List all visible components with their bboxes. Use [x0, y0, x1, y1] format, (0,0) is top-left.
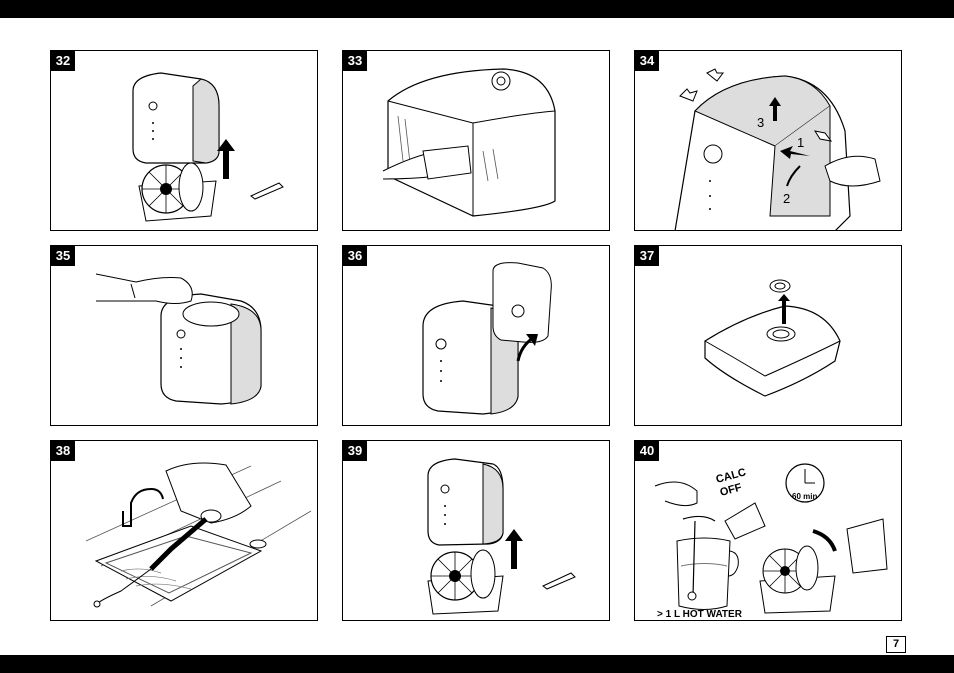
descaling-illustration: CALC OFF 60 min > 1 L HOT WATER	[654, 463, 888, 620]
humidifier-lift-top-illustration	[132, 72, 284, 222]
panel-33: 33	[342, 50, 610, 231]
step-2-label: 2	[783, 191, 790, 206]
panel-number: 33	[343, 51, 367, 71]
panel-36: 36	[342, 245, 610, 426]
humidifier-remove-cover-illustration: 1 2 3	[674, 68, 881, 230]
panel-38: 38	[50, 440, 318, 621]
hot-water-label: > 1 L HOT WATER	[657, 609, 743, 620]
panel-39: 39	[342, 440, 610, 621]
step-1-label: 1	[797, 135, 804, 150]
panel-number: 38	[51, 441, 75, 461]
humidifier-clean-inside-illustration	[382, 68, 556, 217]
panel-32: 32	[50, 50, 318, 231]
humidifier-attach-cover-illustration	[422, 262, 552, 415]
panel-number: 37	[635, 246, 659, 266]
cover-remove-filter-cap-illustration	[704, 279, 841, 397]
panel-number: 35	[51, 246, 75, 266]
bottom-bar	[0, 655, 954, 673]
panel-40: 40 CALC OFF 60 min > 1 L HOT WATER	[634, 440, 902, 621]
cover-rinse-sink-illustration	[85, 462, 312, 608]
panel-34: 34 1 2 3	[634, 50, 902, 231]
panel-number: 39	[343, 441, 367, 461]
humidifier-insert-part-illustration	[95, 273, 262, 405]
step-3-label: 3	[757, 115, 764, 130]
top-bar	[0, 0, 954, 18]
panel-number: 40	[635, 441, 659, 461]
timer-label: 60 min	[792, 492, 817, 501]
panel-35: 35	[50, 245, 318, 426]
humidifier-reassemble-illustration	[427, 458, 576, 615]
panel-number: 34	[635, 51, 659, 71]
page-number: 7	[886, 636, 906, 653]
calc-label: CALC	[715, 466, 748, 486]
panel-number: 32	[51, 51, 75, 71]
panel-37: 37	[634, 245, 902, 426]
off-label: OFF	[719, 482, 744, 499]
panel-number: 36	[343, 246, 367, 266]
